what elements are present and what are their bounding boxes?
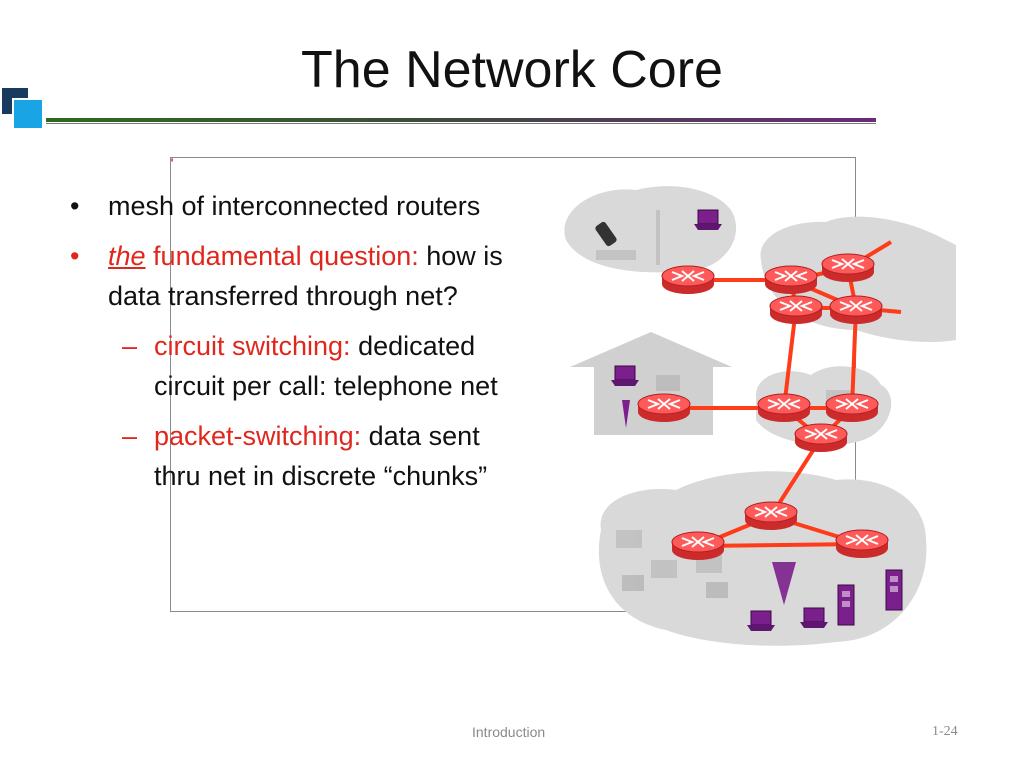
bullet-item-question: • the fundamental question: how is data … xyxy=(70,236,530,316)
router-icon xyxy=(671,531,725,561)
laptop-icon xyxy=(610,365,640,387)
router-icon xyxy=(661,265,715,295)
cloud-top xyxy=(564,186,737,273)
title-rule xyxy=(46,118,876,122)
router-icon xyxy=(757,393,811,423)
server-icon xyxy=(885,569,903,611)
bullet-emphasis: the xyxy=(108,241,146,271)
footer-label: Introduction xyxy=(472,724,546,740)
bullet-dot: • xyxy=(70,241,80,271)
sub-bullet-text: data sent thru net in discrete “chunks” xyxy=(154,421,488,491)
laptop-icon xyxy=(746,610,776,632)
desktop-icon xyxy=(622,575,728,598)
bullet-text: mesh of interconnected routers xyxy=(108,191,481,221)
router-icon xyxy=(835,529,889,559)
bullet-text: how is data transferred through net? xyxy=(108,241,503,311)
bullet-dot: • xyxy=(70,191,80,221)
dash: – xyxy=(122,331,138,361)
router-icon xyxy=(764,265,818,295)
sub-bullet-circuit: – circuit switching: dedicated circuit p… xyxy=(70,326,530,406)
router-icon xyxy=(794,423,848,453)
dash: – xyxy=(122,421,138,451)
router-icon xyxy=(637,393,691,423)
laptop-icon xyxy=(799,607,829,629)
router-icon xyxy=(744,501,798,531)
router-icon xyxy=(829,295,883,325)
laptop-icon xyxy=(693,209,723,231)
router-icon xyxy=(825,393,879,423)
cellphone-icon xyxy=(595,221,617,247)
antenna-icon xyxy=(772,562,796,605)
network-diagram xyxy=(564,186,956,646)
router-icon xyxy=(769,295,823,325)
logo-square-blue xyxy=(12,98,44,130)
sub-bullet-red-text: circuit switching: xyxy=(154,331,351,361)
sub-bullet-text: dedicated circuit per call: telephone ne… xyxy=(154,331,498,401)
antenna-icon xyxy=(622,400,630,428)
sub-bullet-red-text: packet-switching: xyxy=(154,421,362,451)
bullet-red-text: fundamental question: xyxy=(145,241,419,271)
bullet-list: • mesh of interconnected routers • the f… xyxy=(70,186,530,506)
sub-bullet-packet: – packet-switching: data sent thru net i… xyxy=(70,416,530,496)
bullet-item-mesh: • mesh of interconnected routers xyxy=(70,186,530,226)
slide-title: The Network Core xyxy=(301,41,723,99)
image-frame-tag: ▮ xyxy=(171,157,174,162)
router-icon xyxy=(821,253,875,283)
server-icon xyxy=(837,584,855,626)
slide-number: 1-24 xyxy=(932,724,958,739)
title-rule-shadow xyxy=(46,123,876,124)
cloud-middle xyxy=(756,366,892,446)
